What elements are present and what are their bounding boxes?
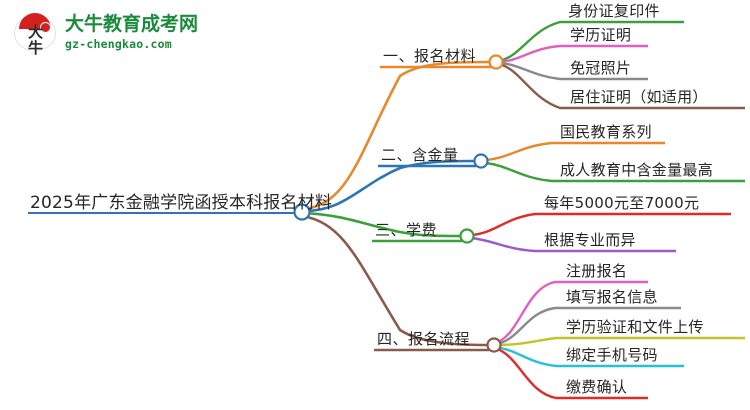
root-node-label[interactable]: 2025年广东金融学院函授本科报名材料 bbox=[30, 193, 333, 213]
logo-dome-dot-shape bbox=[40, 22, 51, 33]
leaf-line-1-2 bbox=[498, 44, 568, 64]
logo-mark-text: 大 牛 bbox=[18, 25, 52, 56]
leaf-label-1-3[interactable]: 免冠照片 bbox=[570, 59, 632, 77]
leaf-line-4-1 bbox=[494, 280, 566, 345]
root-node-circle[interactable] bbox=[293, 203, 311, 221]
leaf-label-4-4[interactable]: 绑定手机号码 bbox=[566, 346, 658, 364]
leaf-line-3-2 bbox=[471, 236, 548, 253]
leaf-line-4-5 bbox=[494, 346, 566, 400]
branch-node-circle-4[interactable] bbox=[486, 337, 502, 353]
trunk-line-2 bbox=[303, 159, 477, 213]
leaf-line-3-1 bbox=[471, 212, 548, 237]
leaf-line-1-3 bbox=[498, 61, 568, 81]
leaf-line-2-2 bbox=[485, 161, 566, 183]
leaf-line-1-4 bbox=[497, 62, 575, 110]
leaf-label-4-1[interactable]: 注册报名 bbox=[566, 262, 628, 280]
leaf-label-3-1[interactable]: 每年5000元至7000元 bbox=[544, 194, 700, 212]
branch-label-3[interactable]: 三、学费 bbox=[375, 221, 438, 239]
logo-mark-icon: 大 牛 bbox=[14, 11, 58, 56]
leaf-line-2-1 bbox=[485, 141, 566, 162]
branch-label-1[interactable]: 一、报名材料 bbox=[383, 47, 477, 65]
branch-node-circle-2[interactable] bbox=[473, 153, 489, 169]
leaf-label-2-1[interactable]: 国民教育系列 bbox=[560, 123, 652, 141]
leaf-label-3-2[interactable]: 根据专业而异 bbox=[544, 231, 636, 249]
leaf-label-2-2[interactable]: 成人教育中含金量最高 bbox=[560, 161, 714, 179]
leaf-label-1-1[interactable]: 身份证复印件 bbox=[568, 2, 660, 20]
trunk-line-1 bbox=[302, 60, 493, 211]
logo-bubble-tail bbox=[27, 46, 37, 54]
site-logo: 大 牛 大牛教育成考网 gz-chengkao.com bbox=[14, 8, 198, 58]
leaf-label-4-3[interactable]: 学历验证和文件上传 bbox=[566, 318, 704, 336]
logo-mark-char-2: 牛 bbox=[27, 39, 43, 57]
leaf-label-1-4[interactable]: 居住证明（如适用） bbox=[570, 88, 708, 106]
leaf-line-4-4 bbox=[495, 345, 566, 368]
branch-node-circle-1[interactable] bbox=[488, 54, 504, 70]
logo-mark-char-1: 大 bbox=[27, 23, 43, 41]
logo-text-block: 大牛教育成考网 gz-chengkao.com bbox=[65, 14, 198, 52]
trunk-line-3 bbox=[303, 211, 463, 238]
logo-subtitle-url: gz-chengkao.com bbox=[65, 36, 172, 51]
branch-label-4[interactable]: 四、报名流程 bbox=[377, 330, 471, 348]
leaf-line-4-3 bbox=[496, 336, 566, 347]
leaf-line-4-2 bbox=[495, 306, 566, 346]
leaf-label-1-2[interactable]: 学历证明 bbox=[570, 26, 632, 44]
branch-node-circle-3[interactable] bbox=[459, 228, 475, 244]
branch-label-2[interactable]: 二、含金量 bbox=[381, 146, 459, 164]
leaf-label-4-2[interactable]: 填写报名信息 bbox=[566, 288, 658, 306]
trunk-line-4 bbox=[302, 214, 490, 347]
leaf-label-4-5[interactable]: 缴费确认 bbox=[566, 378, 628, 396]
logo-title: 大牛教育成考网 bbox=[65, 13, 199, 36]
leaf-line-1-1 bbox=[497, 20, 575, 63]
